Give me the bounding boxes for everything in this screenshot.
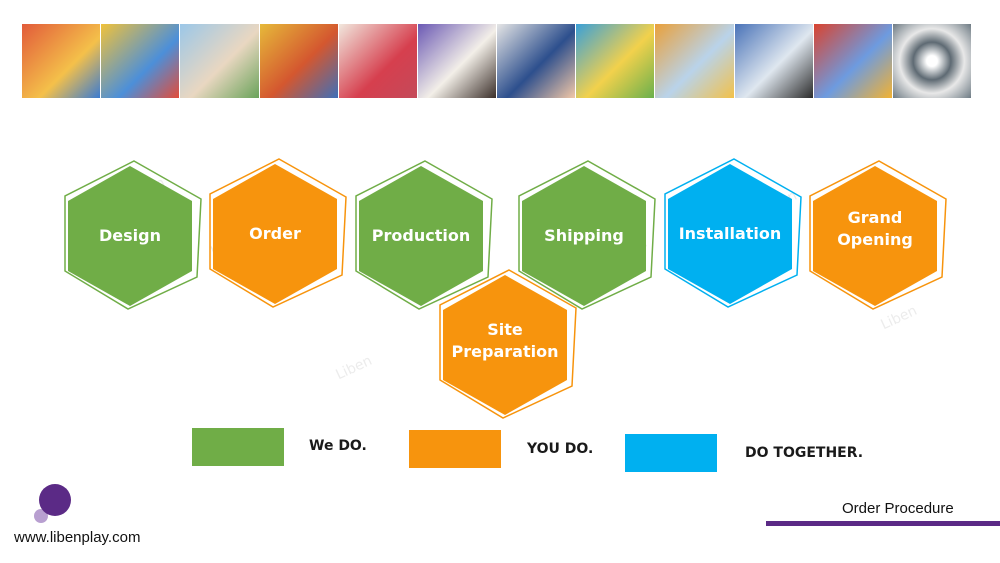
legend-swatch-we-do [192, 428, 284, 466]
step-label: Order [249, 224, 301, 244]
step-order: Order [209, 158, 347, 308]
legend-swatch-do-together [625, 434, 717, 472]
banner-photo [892, 24, 973, 98]
step-grand-opening: Grand Opening [809, 160, 947, 310]
step-label: Production [371, 226, 471, 246]
website-url: www.libenplay.com [14, 529, 141, 546]
step-label: Shipping [544, 226, 624, 246]
legend-swatch-you-do [409, 430, 501, 468]
banner-photo [259, 24, 339, 98]
step-site-preparation: Site Preparation [439, 269, 577, 419]
banner-photo [417, 24, 498, 98]
banner-photo [22, 24, 102, 98]
banner-photo [338, 24, 418, 98]
banner-photo [734, 24, 814, 98]
watermark: Liben [878, 302, 920, 334]
step-installation: Installation [664, 158, 802, 308]
footer-bar [766, 521, 1000, 526]
photo-banner [22, 24, 973, 98]
legend-label-we-do: We DO. [309, 438, 367, 454]
banner-photo [180, 24, 260, 98]
banner-photo [813, 24, 893, 98]
legend-label-do-together: DO TOGETHER. [745, 445, 864, 461]
step-label: Site Preparation [451, 320, 559, 361]
brand-logo-icon [34, 484, 71, 523]
banner-photo [655, 24, 735, 98]
watermark: Liben [333, 352, 375, 384]
step-design: Design [64, 160, 202, 310]
banner-photo [101, 24, 181, 98]
section-title: Order Procedure [842, 500, 954, 517]
step-label: Grand Opening [837, 208, 913, 249]
step-label: Installation [678, 224, 782, 244]
step-production: Production [355, 160, 493, 310]
step-shipping: Shipping [518, 160, 656, 310]
banner-photo [576, 24, 656, 98]
step-label: Design [99, 226, 161, 246]
legend-label-you-do: YOU DO. [527, 441, 594, 457]
banner-photo [497, 24, 577, 98]
